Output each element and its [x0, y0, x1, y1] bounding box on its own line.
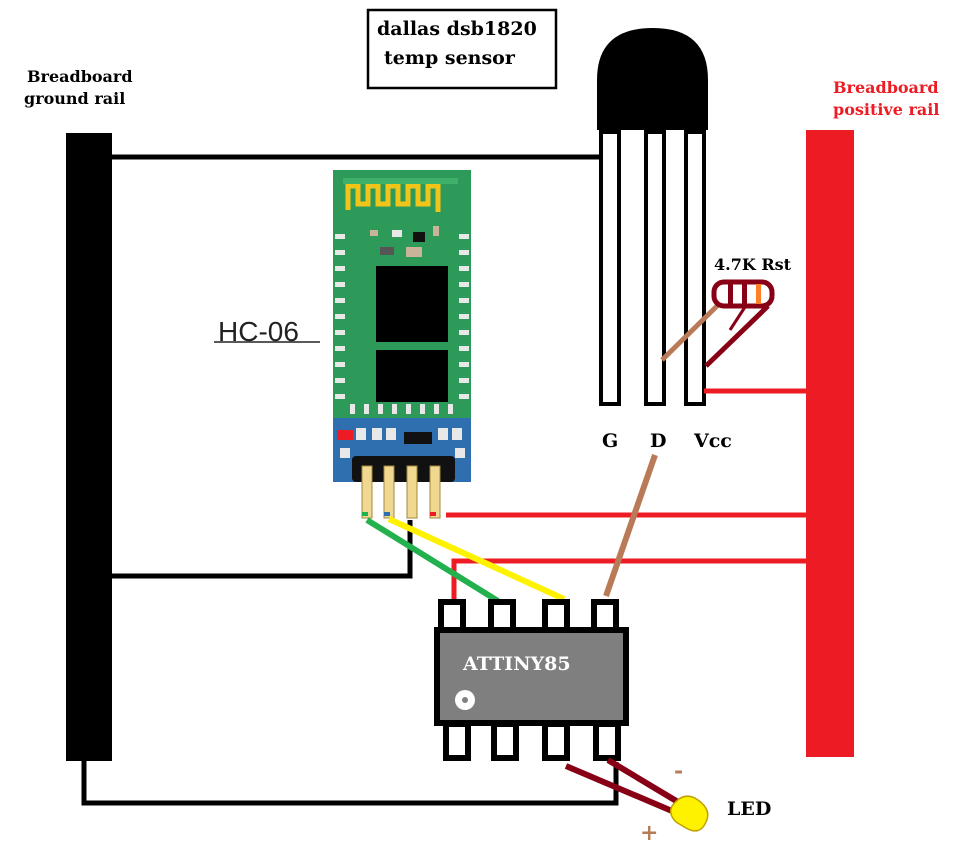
wire-data: [603, 454, 658, 597]
resistor-band-3: [756, 284, 761, 304]
wire-rx-yellow: [387, 516, 566, 602]
led-plus-label: +: [640, 820, 658, 846]
hc06-smd-3: [413, 232, 425, 242]
hc06-castellated-pads: [335, 234, 469, 414]
sensor-leg-d: [644, 130, 666, 406]
chip-pin-bottom-2: [491, 721, 519, 761]
ground-wires: [81, 154, 619, 806]
hc06-header: [352, 456, 455, 519]
sensor-body: [597, 28, 708, 130]
pin-label-d: D: [650, 430, 666, 452]
chip-pin-bottom-1: [443, 721, 471, 761]
ground-rail-label-line2: ground rail: [24, 89, 125, 108]
hc06-antenna-ground: [343, 178, 458, 184]
hc06-pin-3: [406, 465, 418, 519]
hc06-pin-4: [429, 465, 441, 519]
led: [564, 757, 709, 832]
hc06-pin-1: [361, 465, 373, 519]
resistor: [660, 279, 775, 368]
hc06-antenna: [345, 183, 441, 212]
resistor-band-1: [728, 284, 733, 304]
resistor-lead-brown: [660, 303, 720, 362]
hc06-pin-2: [383, 465, 395, 519]
hc06-smd-6: [406, 247, 422, 257]
led-minus-label: -: [674, 758, 683, 784]
hc06-smd-4: [433, 226, 439, 236]
sensor-title-box: [366, 8, 558, 90]
wire-vcc-chip: [451, 558, 806, 600]
wire-tx-green: [365, 517, 500, 604]
ground-rail: [66, 133, 112, 761]
hc06-module: [333, 170, 471, 519]
positive-rail-label-line2: positive rail: [833, 100, 939, 119]
positive-rail-label-line1: Breadboard: [833, 78, 939, 97]
hc06-chip-bottom: [376, 350, 448, 402]
pin-label-vcc: Vcc: [693, 430, 732, 452]
wire-ground-chip: [81, 761, 619, 806]
attiny85-chip: [434, 599, 629, 761]
chip-label: ATTINY85: [462, 653, 571, 675]
hc06-smd-5: [380, 247, 394, 255]
resistor-label: 4.7K Rst: [714, 255, 792, 274]
chip-pin-bottom-3: [542, 721, 570, 761]
wire-ground-hc06: [112, 520, 413, 579]
hc06-chip-top: [376, 266, 448, 342]
led-label: LED: [727, 798, 771, 820]
hc06-smd-1: [370, 230, 378, 236]
led-lead-minus: [606, 757, 685, 808]
chip-pin1-marker-dot: [462, 697, 468, 703]
power-wires: [446, 388, 806, 600]
sensor-leg-g: [599, 130, 621, 406]
resistor-band-2: [742, 284, 747, 304]
led-body: [669, 795, 709, 832]
ground-rail-label-line1: Breadboard: [27, 67, 133, 86]
positive-rail: [806, 130, 854, 757]
resistor-lead-red: [704, 304, 770, 368]
sensor-title-line2: temp sensor: [384, 47, 516, 69]
sensor-leg-vcc: [684, 130, 706, 406]
hc06-smd-2: [392, 230, 402, 237]
pin-label-g: G: [602, 430, 618, 452]
hc06-backplane-parts: [337, 428, 465, 458]
led-lead-plus: [564, 763, 674, 814]
temp-sensor: [597, 28, 708, 406]
resistor-lead-red-2: [728, 306, 747, 331]
chip-pin-bottom-4: [593, 721, 621, 761]
sensor-title-line1: dallas dsb1820: [377, 18, 537, 40]
